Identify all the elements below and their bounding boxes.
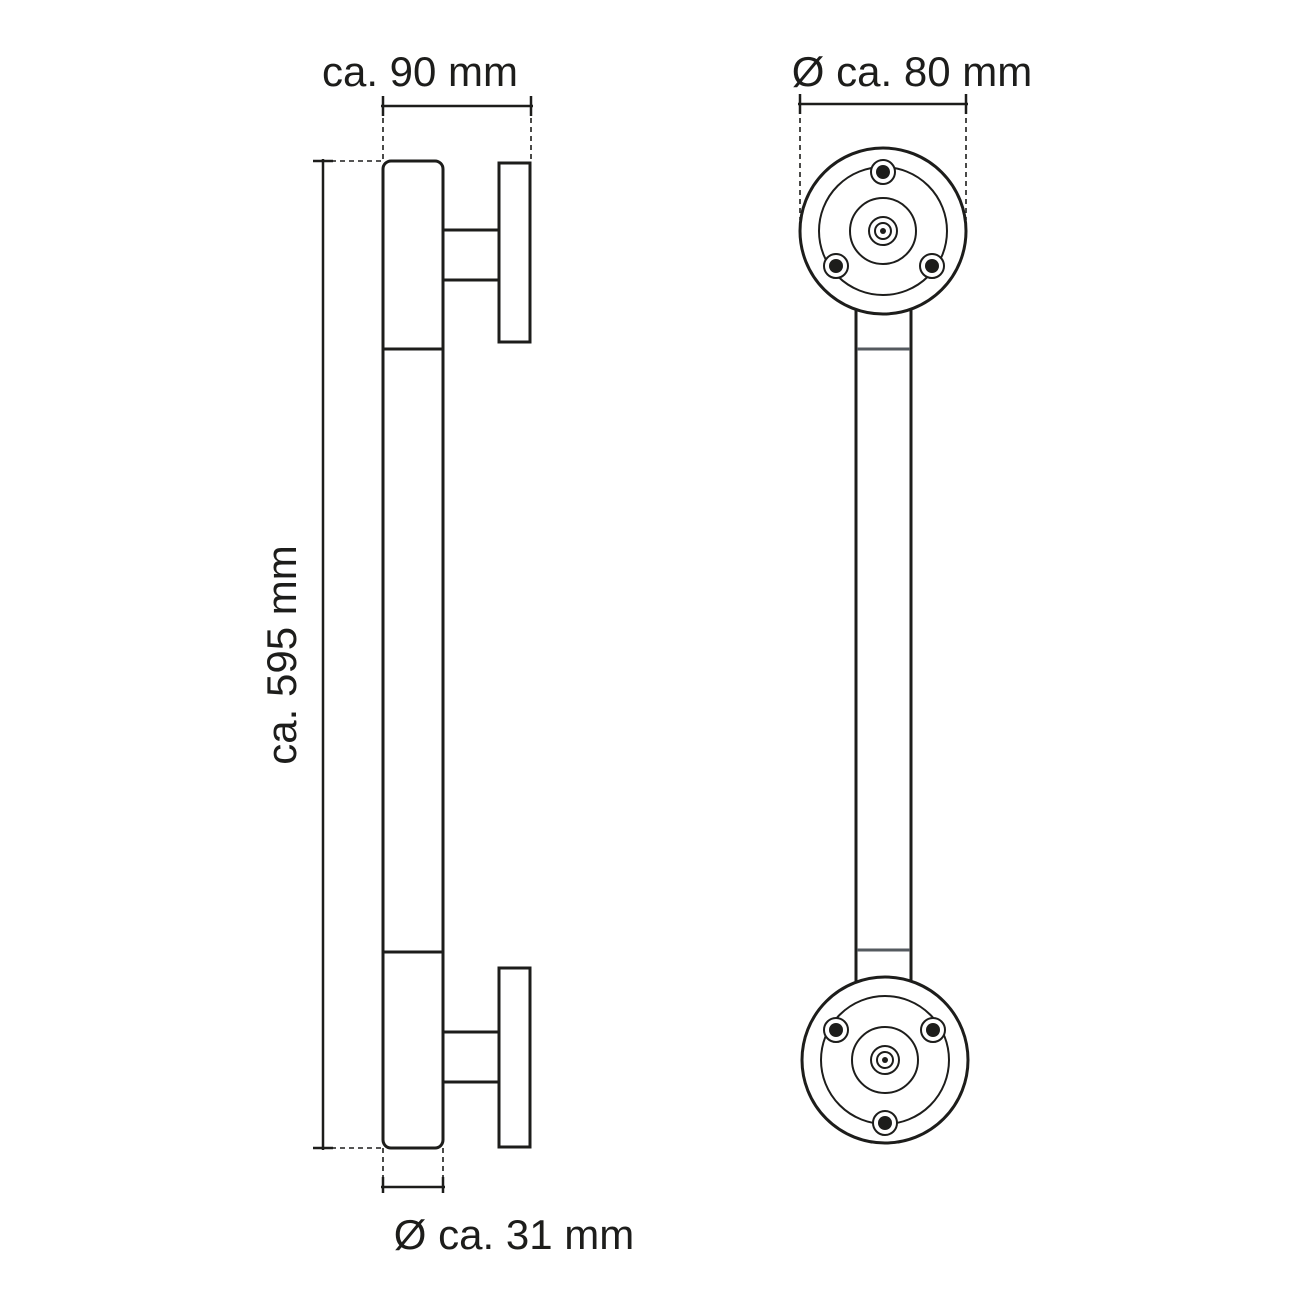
screw-bottom-1 [823,1017,849,1043]
dimension-flange-diameter-label: Ø ca. 80 mm [792,48,1032,95]
dimension-length-label: ca. 595 mm [258,545,305,764]
side-bar-tube [381,159,445,1150]
dimension-depth-label: ca. 90 mm [322,48,518,95]
dimension-flange-diameter: Ø ca. 80 mm [792,48,1032,220]
screw-top-2 [823,253,849,279]
dimension-bar-diameter-label: Ø ca. 31 mm [394,1211,634,1258]
dimension-bar-diameter: Ø ca. 31 mm [381,1148,634,1258]
side-standoff-top [441,228,502,282]
front-view [798,146,970,1145]
dimension-depth: ca. 90 mm [322,48,533,161]
screw-top-3 [919,253,945,279]
side-flange-bottom [497,966,532,1149]
front-flange-bottom [800,975,970,1145]
screw-top-1 [870,159,896,185]
dimension-length: ca. 595 mm [258,159,383,1150]
side-flange-top [497,161,532,344]
screw-bottom-3 [872,1110,898,1136]
side-view [381,159,532,1150]
front-flange-top [798,146,968,316]
side-standoff-bottom [441,1030,502,1084]
screw-bottom-2 [920,1017,946,1043]
front-bar-tube [854,298,913,1002]
